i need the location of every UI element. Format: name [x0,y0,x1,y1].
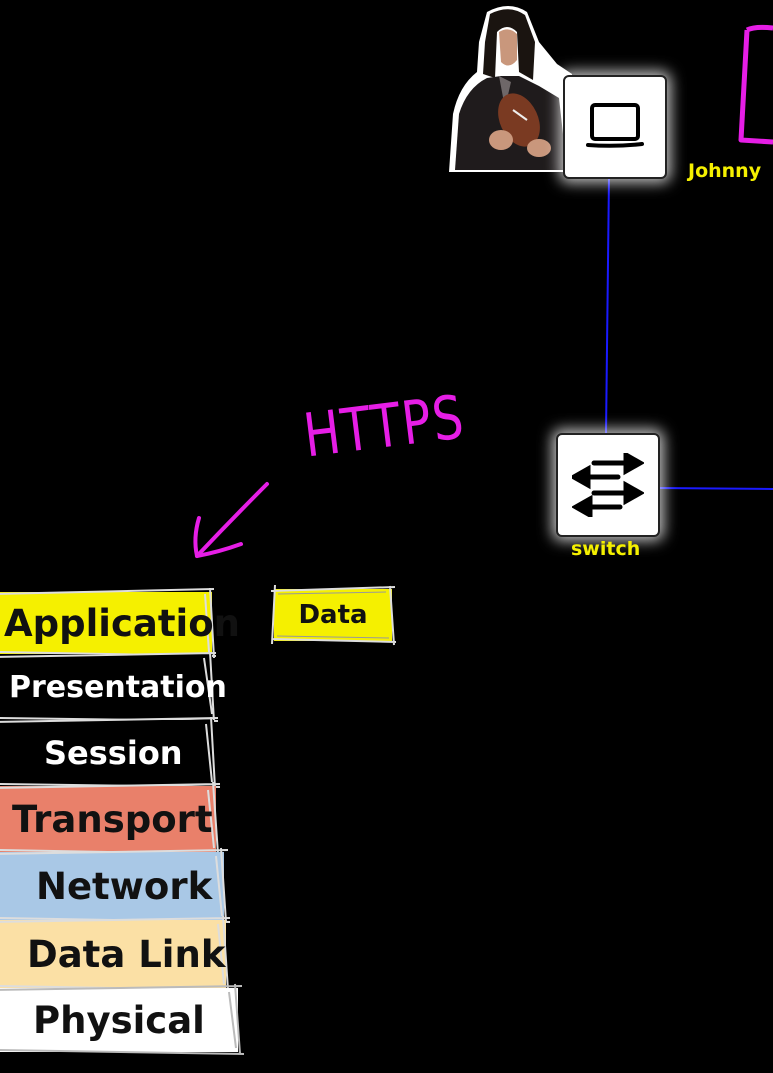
data-payload-label: Data [298,600,368,630]
osi-layer-label: Presentation [9,669,227,705]
osi-layer-label: Data Link [27,932,226,976]
switch-device[interactable] [556,433,660,537]
data-payload: Data [270,584,397,646]
osi-layer-label: Session [44,734,183,772]
osi-layer-label: Network [36,864,213,908]
switch-label: switch [571,538,641,560]
server-device[interactable] [733,22,773,147]
osi-layer-network: Network [0,847,231,923]
link-switch-right [656,487,773,490]
osi-layer-session: Session [0,716,221,789]
osi-layer-physical: Physical [0,983,245,1055]
osi-layer-label: Transport [12,797,213,841]
person-photo [447,2,572,172]
osi-layer-application: Application [0,587,240,659]
osi-layer-label: Physical [33,998,205,1042]
laptop-icon [586,101,644,153]
server-icon [733,24,773,151]
osi-layer-presentation: Presentation [0,651,227,723]
server-label: Johnny [688,160,762,182]
link-laptop-switch [605,175,610,435]
osi-layer-transport: Transport [0,781,223,855]
osi-layer-data-link: Data Link [0,915,233,991]
switch-icon [572,453,644,517]
osi-layer-label: Application [4,601,241,645]
laptop-device[interactable] [563,75,667,179]
annotation-arrow-icon [193,482,269,558]
